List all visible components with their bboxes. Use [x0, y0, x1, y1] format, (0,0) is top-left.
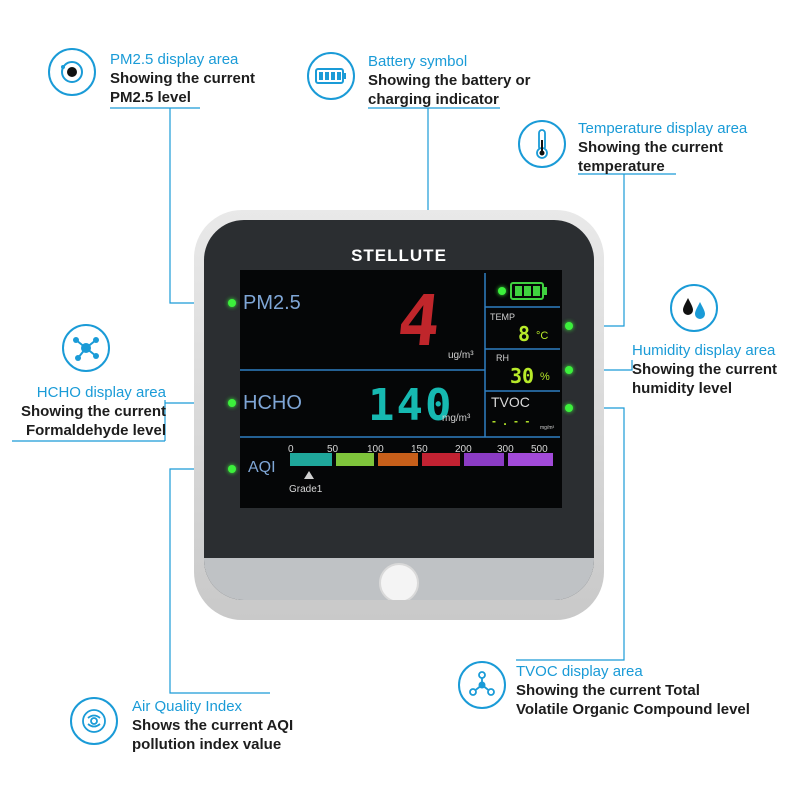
pm25-callout-title: PM2.5 display area — [110, 51, 239, 68]
aqi-scale-5: 300 — [497, 444, 514, 455]
humidity-callout-title: Humidity display area — [632, 342, 776, 359]
temperature-callout: Temperature display area Showing the cur… — [578, 119, 747, 176]
temperature-callout-title: Temperature display area — [578, 120, 748, 137]
battery-callout-title: Battery symbol — [368, 53, 468, 70]
aqi-scale-2: 100 — [367, 444, 384, 455]
aqi-grade: Grade1 — [289, 484, 323, 495]
temp-unit: °C — [536, 330, 549, 342]
battery-callout-line1: Showing the battery or — [368, 72, 531, 89]
temp-label: TEMP — [490, 312, 516, 322]
tvoc-indicator-dot — [565, 404, 573, 412]
pm25-value: 4 — [393, 280, 445, 362]
battery-callout: Battery symbol Showing the battery or ch… — [368, 52, 531, 109]
hcho-callout-line2: Formaldehyde level — [25, 422, 166, 439]
hcho-label: HCHO — [243, 392, 302, 414]
aqi-bar-4 — [422, 453, 460, 466]
hcho-callout-line1: Showing the current — [20, 403, 166, 420]
rh-value: 30 — [510, 364, 535, 388]
temp-value: 8 — [518, 322, 531, 346]
aqi-scale-6: 500 — [531, 444, 548, 455]
humidity-icon — [670, 284, 718, 332]
tvoc-value: - . - - — [492, 414, 532, 428]
rh-unit: % — [540, 371, 550, 383]
tvoc-callout: TVOC display area Showing the current To… — [516, 662, 750, 719]
lcd-screen — [240, 270, 562, 508]
rh-label: RH — [496, 353, 509, 363]
tvoc-label: TVOC — [491, 394, 530, 410]
tvoc-callout-title: TVOC display area — [516, 663, 643, 680]
aqi-scale-1: 50 — [327, 444, 339, 455]
lcd-battery-icon — [510, 281, 548, 306]
aqi-bar-2 — [336, 453, 374, 466]
pm25-icon — [48, 48, 96, 96]
tvoc-callout-line2: Volatile Organic Compound level — [516, 701, 750, 718]
brand-logo: STELLUTE — [351, 246, 447, 265]
aqi-scale-3: 150 — [411, 444, 428, 455]
aqi-callout-title: Air Quality Index — [132, 698, 243, 715]
tvoc-unit: mg/m³ — [540, 425, 555, 431]
aqi-scale-0: 0 — [288, 444, 294, 455]
pm25-indicator-dot — [228, 299, 236, 307]
pm25-label: PM2.5 — [243, 292, 301, 314]
tvoc-callout-line1: Showing the current Total — [516, 682, 700, 699]
aqi-callout: Air Quality Index Shows the current AQI … — [132, 697, 293, 754]
humidity-callout-line2: humidity level — [632, 380, 733, 397]
aqi-scale-4: 200 — [455, 444, 472, 455]
air-swirl-icon — [70, 697, 118, 745]
aqi-callout-line2: pollution index value — [132, 736, 282, 753]
molecule-icon — [62, 324, 110, 372]
temperature-callout-line2: temperature — [578, 158, 665, 175]
pm25-callout: PM2.5 display area Showing the current P… — [110, 50, 255, 107]
battery-callout-line2: charging indicator — [368, 91, 499, 108]
hcho-unit: mg/m³ — [442, 413, 471, 424]
hcho-callout: HCHO display area Showing the current Fo… — [6, 383, 166, 440]
power-button[interactable] — [379, 563, 419, 600]
humidity-callout: Humidity display area Showing the curren… — [632, 341, 777, 398]
aqi-indicator-dot — [228, 465, 236, 473]
humidity-indicator-dot — [565, 366, 573, 374]
pm25-callout-line2: PM2.5 level — [110, 89, 191, 106]
pm25-unit: ug/m³ — [448, 350, 474, 361]
hcho-callout-title: HCHO display area — [36, 384, 166, 401]
aqi-bar-3 — [378, 453, 418, 466]
battery-indicator-dot — [498, 287, 506, 295]
aqi-bar-1 — [290, 453, 332, 466]
aqi-bar-5 — [464, 453, 504, 466]
battery-icon — [307, 52, 355, 100]
aqi-callout-line1: Shows the current AQI — [132, 717, 294, 734]
aqi-bar-6 — [508, 453, 553, 466]
thermometer-icon — [518, 120, 566, 168]
hcho-value: 140 — [368, 380, 454, 431]
aqi-pointer-icon — [304, 471, 314, 479]
temperature-callout-line1: Showing the current — [578, 139, 724, 156]
aqi-label: AQI — [248, 459, 276, 476]
humidity-callout-line1: Showing the current — [632, 361, 778, 378]
tvoc-molecule-icon — [458, 661, 506, 709]
pm25-callout-line1: Showing the current — [110, 70, 256, 87]
temp-indicator-dot — [565, 322, 573, 330]
hcho-indicator-dot — [228, 399, 236, 407]
